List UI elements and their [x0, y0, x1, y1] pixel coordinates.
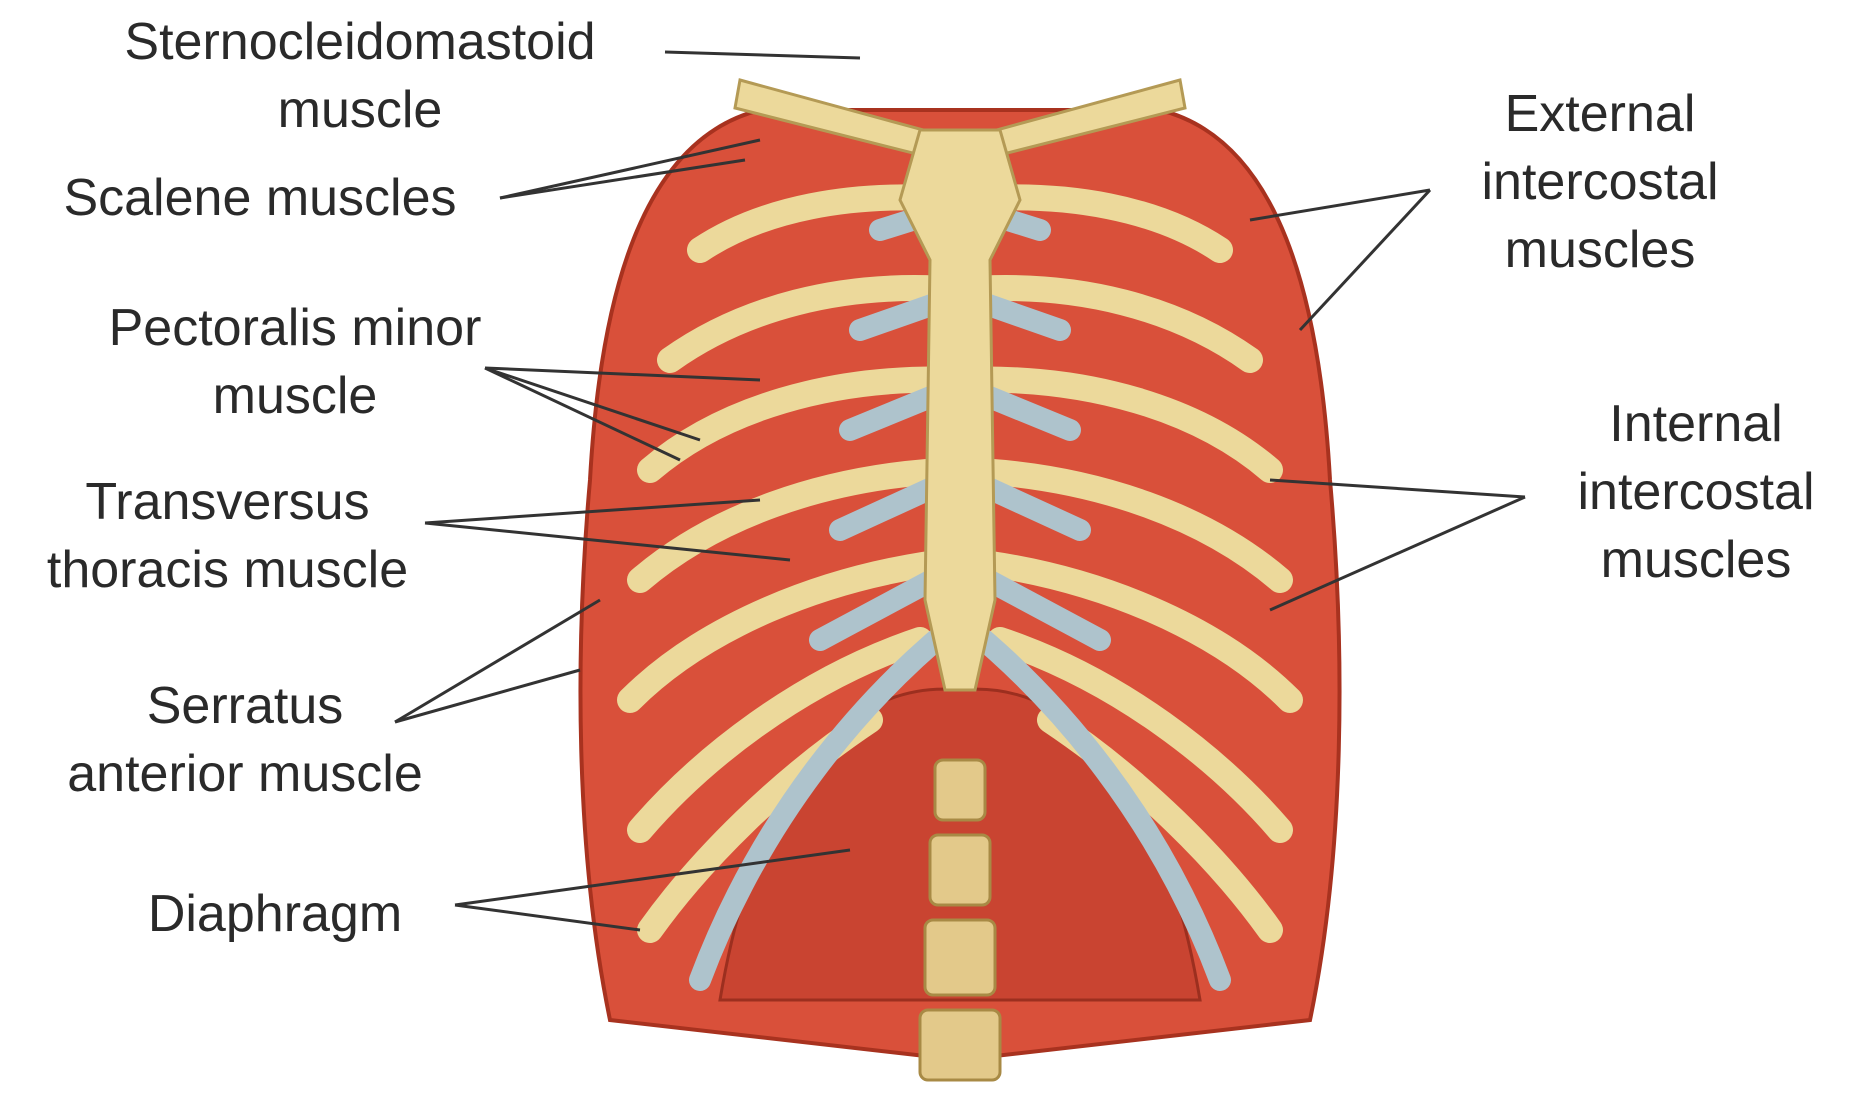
label-external-line1: External	[1440, 80, 1760, 148]
label-serratus-line2: anterior muscle	[20, 740, 470, 808]
label-internal-line1: Internal	[1540, 390, 1852, 458]
label-pectoralis-line2: muscle	[70, 362, 520, 430]
label-external-line3: muscles	[1440, 216, 1760, 284]
label-internal-line2: intercostal	[1540, 458, 1852, 526]
label-sternocleidomastoid: Sternocleidomastoid muscle	[60, 8, 660, 144]
label-sternocleidomastoid-line2: muscle	[60, 76, 660, 144]
label-serratus-line1: Serratus	[20, 672, 470, 740]
label-transversus-thoracis: Transversus thoracis muscle	[0, 468, 455, 604]
label-transversus-line2: thoracis muscle	[0, 536, 455, 604]
label-sternocleidomastoid-line1: Sternocleidomastoid	[60, 8, 660, 76]
label-serratus-anterior: Serratus anterior muscle	[20, 672, 470, 808]
label-external-line2: intercostal	[1440, 148, 1760, 216]
label-pectoralis-line1: Pectoralis minor	[70, 294, 520, 362]
label-scalene-line1: Scalene muscles	[20, 164, 500, 232]
label-pectoralis-minor: Pectoralis minor muscle	[70, 294, 520, 430]
label-internal-intercostal: Internal intercostal muscles	[1540, 390, 1852, 594]
label-diaphragm-line1: Diaphragm	[110, 880, 440, 948]
label-diaphragm: Diaphragm	[110, 880, 440, 948]
label-transversus-line1: Transversus	[0, 468, 455, 536]
label-internal-line3: muscles	[1540, 526, 1852, 594]
label-external-intercostal: External intercostal muscles	[1440, 80, 1760, 284]
label-scalene: Scalene muscles	[20, 164, 500, 232]
